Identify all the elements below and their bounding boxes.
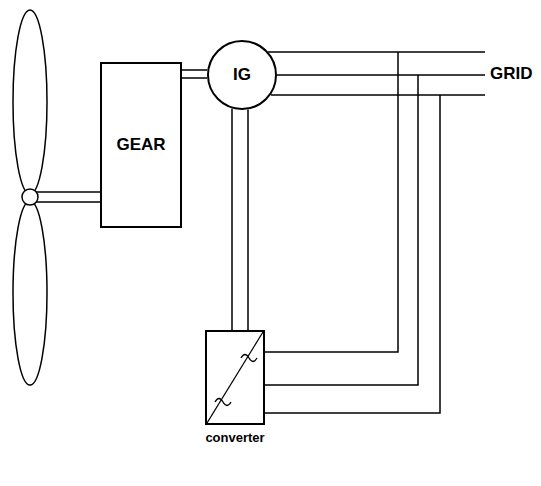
converter-diagonal: [207, 332, 263, 423]
drive-shaft: [182, 70, 207, 78]
grid-label: GRID: [490, 64, 533, 84]
grid-wire: [271, 94, 485, 96]
rotor-shaft: [36, 191, 100, 193]
hub: [22, 189, 38, 205]
ac-symbol: [241, 355, 257, 362]
generator-circle: IG: [207, 40, 277, 110]
converter-wire: [265, 75, 418, 385]
blade: [13, 10, 47, 194]
converter-wire: [265, 95, 440, 413]
node-label: GEAR: [116, 135, 165, 155]
gear-box: GEAR: [100, 62, 182, 228]
grid-wire: [268, 51, 485, 53]
converter-box: converter: [205, 330, 265, 425]
node-label: IG: [233, 65, 251, 85]
converter-wire: [265, 52, 398, 352]
ac-symbol: [215, 399, 231, 406]
blade: [13, 201, 47, 385]
grid-wire: [277, 74, 485, 76]
rotor-shaft: [36, 201, 100, 203]
box-outline: [205, 330, 265, 425]
node-caption: converter: [205, 430, 264, 445]
rotor-wire: [232, 109, 248, 330]
generator-outline: [208, 41, 276, 109]
